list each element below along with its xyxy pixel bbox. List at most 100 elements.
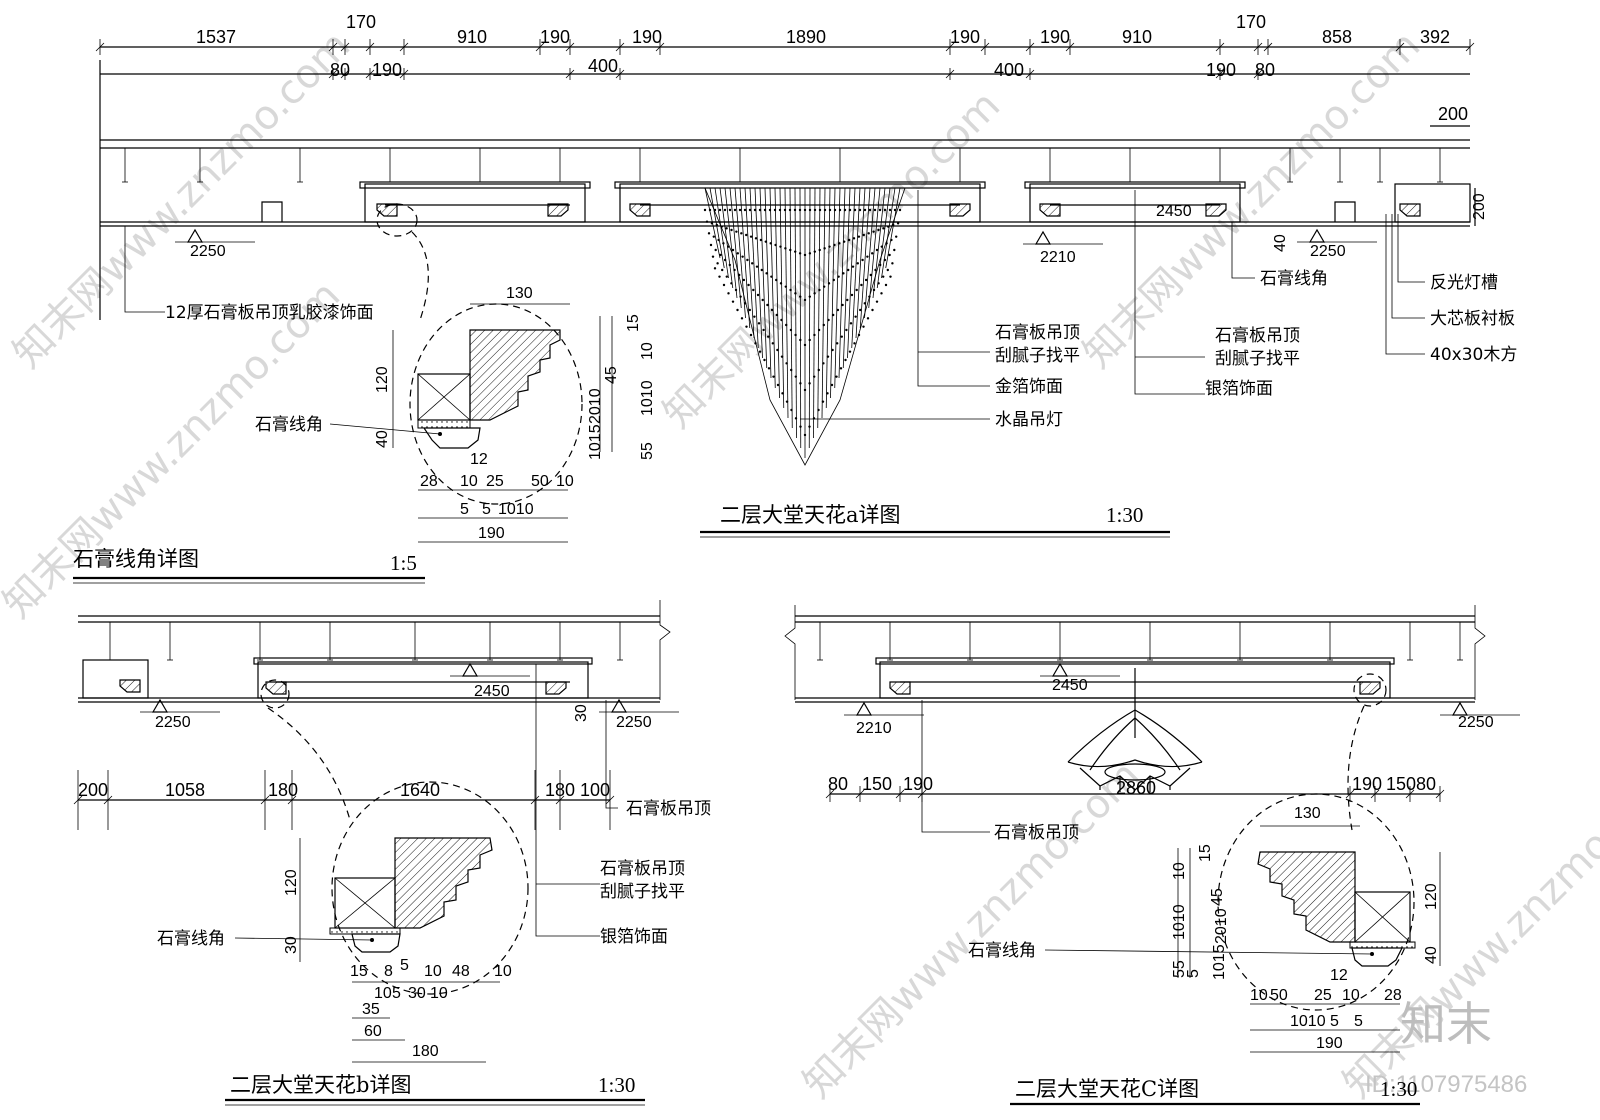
dim-label: 190 — [372, 60, 402, 80]
level-label: 2250 — [155, 714, 191, 731]
dim-label: 1015 — [1211, 944, 1228, 980]
watermark-text: 知末网www.znzmo.com — [795, 753, 1150, 1108]
dim-label: 10 — [430, 985, 448, 1002]
dim-label: 1010 — [498, 501, 534, 518]
dim-label: 130 — [1294, 805, 1321, 822]
dim-label: 30 — [573, 704, 590, 722]
section-c-title: 二层大堂天花C详图 — [1015, 1077, 1199, 1101]
dim-label: 170 — [346, 12, 376, 32]
dim-label: 150 — [1386, 774, 1416, 794]
dim-label: 45 — [603, 366, 620, 384]
level-label: 2450 — [1156, 203, 1192, 220]
dim-label: 200 — [1471, 193, 1488, 220]
dim-label: 2010 — [587, 388, 604, 424]
dim-label: 10 — [460, 473, 478, 490]
label-gypsum-board: 石膏板吊顶 — [995, 322, 1080, 343]
dim-label: 1015 — [587, 424, 604, 460]
section-a: 1537 170 910 190 190 1890 190 190 910 17… — [95, 12, 1517, 538]
level-label: 2250 — [1310, 243, 1346, 260]
dim-label: 1010 — [639, 380, 656, 416]
dim-label: 1010 — [1171, 904, 1188, 940]
dim-label: 170 — [1236, 12, 1266, 32]
dim-label: 45 — [1209, 888, 1226, 906]
dim-label: 55 — [639, 442, 656, 460]
label-timber: 40x30木方 — [1430, 345, 1517, 365]
dim-label: 190 — [478, 525, 505, 542]
dim-label: 180 — [268, 780, 298, 800]
dim-label: 80 — [330, 60, 350, 80]
dim-label: 2010 — [1213, 908, 1230, 944]
level-label: 2210 — [856, 720, 892, 737]
section-a-scale: 1:30 — [1106, 503, 1143, 527]
label-cornice: 石膏线角 — [968, 940, 1036, 961]
dim-label: 1537 — [196, 27, 236, 47]
dim-label: 30 — [408, 985, 426, 1002]
dim-label: 10 — [1171, 862, 1188, 880]
dim-label: 200 — [1438, 104, 1468, 124]
dim-label: 50 — [1270, 987, 1288, 1004]
dim-label: 1890 — [786, 27, 826, 47]
label-gypsum-board-2: 石膏板吊顶 — [1215, 325, 1300, 346]
cornice-detail: 130 120 40 石膏线角 15 10 45 2010 1010 1015 … — [73, 203, 656, 584]
dim-label: 60 — [364, 1023, 382, 1040]
chandelier-c — [1067, 668, 1203, 792]
dim-label: 10 — [494, 963, 512, 980]
dim-label: 8 — [384, 963, 393, 980]
dim-label: 10 — [374, 985, 392, 1002]
dim-label: 15 — [350, 963, 368, 980]
dim-label: 910 — [457, 27, 487, 47]
section-b-title: 二层大堂天花b详图 — [230, 1073, 411, 1097]
section-b: 2250 2450 2250 30 200 1058 180 1640 180 … — [73, 600, 711, 1106]
dim-label: 80 — [1416, 774, 1436, 794]
dim-label: 5 — [1185, 969, 1202, 978]
level-label: 2250 — [190, 243, 226, 260]
dim-label: 10 — [1250, 987, 1268, 1004]
label-gold-foil: 金箔饰面 — [995, 377, 1063, 397]
dim-label: 1640 — [400, 780, 440, 800]
label-gypsum-board: 石膏板吊顶 — [994, 822, 1079, 843]
detail-scale: 1:5 — [390, 551, 417, 575]
dim-label: 15 — [625, 314, 642, 332]
dim-label: 120 — [374, 366, 391, 393]
dim-label: 190 — [1316, 1035, 1343, 1052]
label-silver-foil: 银箔饰面 — [1205, 379, 1273, 399]
label-gypsum-board-2: 石膏板吊顶 — [600, 858, 685, 879]
dim-label: 48 — [452, 963, 470, 980]
dim-label: 200 — [78, 780, 108, 800]
dim-label: 190 — [903, 774, 933, 794]
section-b-scale: 1:30 — [598, 1073, 635, 1097]
label-cornice: 石膏线角 — [255, 414, 323, 435]
level-label: 2250 — [616, 714, 652, 731]
label-gypsum-board: 石膏板吊顶 — [626, 798, 711, 819]
section-a-title: 二层大堂天花a详图 — [720, 503, 901, 527]
dim-label: 150 — [862, 774, 892, 794]
label-silver-foil: 银箔饰面 — [600, 927, 668, 947]
section-c-scale: 1:30 — [1380, 1077, 1417, 1101]
label-putty: 刮腻子找平 — [995, 346, 1080, 366]
dim-label: 400 — [994, 60, 1024, 80]
dim-label: 120 — [1423, 883, 1440, 910]
level-label: 2450 — [474, 683, 510, 700]
label-gypsum-ceiling: 12厚石膏板吊顶乳胶漆饰面 — [165, 302, 374, 323]
dim-label: 25 — [1314, 987, 1332, 1004]
dim-label: 5 — [1330, 1013, 1339, 1030]
dim-label: 190 — [1352, 774, 1382, 794]
crystal-chandelier — [703, 187, 906, 466]
level-label: 2450 — [1052, 677, 1088, 694]
dim-label: 5 — [1354, 1013, 1363, 1030]
label-cornice: 石膏线角 — [1260, 268, 1328, 289]
watermark-text: 知末网www.znzmo.com — [1335, 753, 1600, 1108]
dim-label: 2860 — [1116, 778, 1156, 798]
dim-label: 40 — [1423, 946, 1440, 964]
detail-title: 石膏线角详图 — [73, 547, 199, 571]
dim-label: 5 — [482, 501, 491, 518]
dim-label: 30 — [283, 936, 300, 954]
dim-label: 180 — [412, 1043, 439, 1060]
dim-label: 190 — [632, 27, 662, 47]
dim-label: 10 — [424, 963, 442, 980]
dim-label: 190 — [950, 27, 980, 47]
dim-label: 180 — [545, 780, 575, 800]
dim-label: 1010 — [1290, 1013, 1326, 1030]
dim-label: 5 — [400, 957, 409, 974]
